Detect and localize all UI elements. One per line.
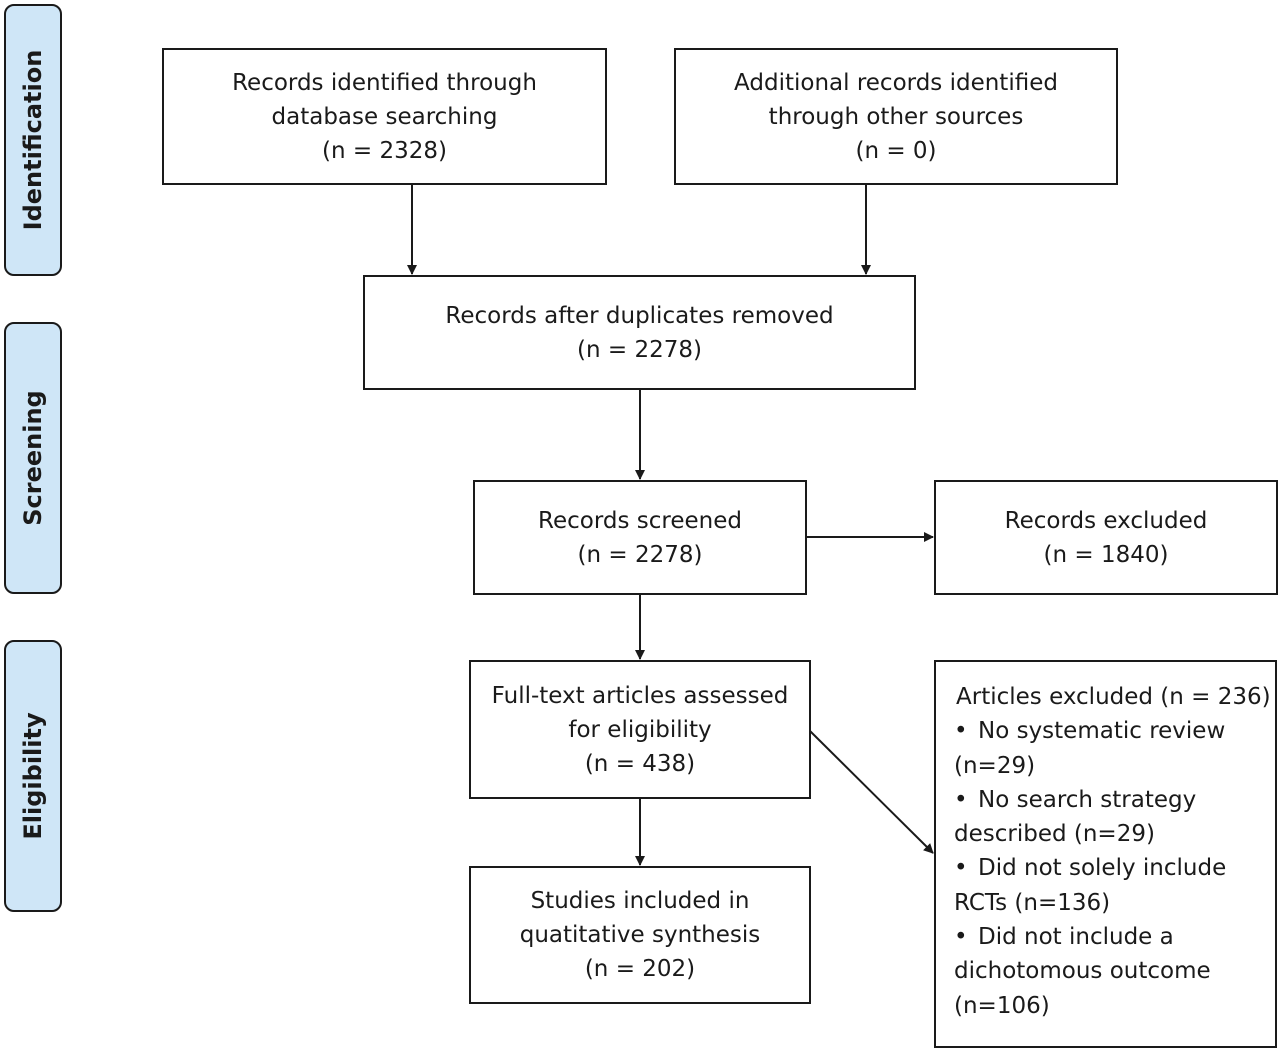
exclusion-reason-count: (n=106) [954,992,1050,1019]
box-line: Full-text articles assessed [491,682,789,709]
box-line: Records after duplicates removed [445,302,834,329]
box-line: Additional records identified [734,69,1058,96]
studies-included-box: Studies included in quatitative synthesi… [469,866,811,1004]
box-line: through other sources [768,103,1024,130]
box-count: (n = 1840) [1043,541,1169,568]
exclusion-reason-count: RCTs (n=136) [954,889,1111,916]
exclusion-reason-text: Did not include a [978,924,1174,951]
records-duplicates-removed-box: Records after duplicates removed (n = 22… [363,275,916,390]
stage-label-eligibility: Eligibility [4,640,62,912]
bullet-icon: • [954,924,968,951]
exclusion-reason-text: dichotomous outcome [954,958,1211,985]
box-line: quatitative synthesis [519,922,761,948]
records-excluded-box: Records excluded (n = 1840) [934,480,1278,595]
exclusion-reason-item: • No systematic review [954,714,1225,748]
records-screened-box: Records screened (n = 2278) [473,480,807,595]
exclusion-reason-item: • No search strategy [954,783,1196,817]
exclusion-reason-text: No systematic review [978,718,1226,745]
box-count: (n = 2328) [322,137,447,164]
box-count: (n = 2278) [577,541,703,568]
box-line: for eligibility [568,716,712,743]
exclusion-reason-text: Did not solely include [978,855,1227,882]
box-line: database searching [271,103,498,130]
articles-excluded-heading: Articles excluded (n = 236) [956,684,1271,710]
box-count: (n = 2278) [577,336,702,363]
exclusion-reason-text: No search strategy [978,786,1197,813]
stage-label-identification: Identification [4,4,62,276]
box-line: Studies included in [530,888,750,914]
box-count: (n = 0) [855,137,937,164]
box-count: (n = 202) [584,956,696,982]
box-line: Records screened [538,507,742,534]
bullet-icon: • [954,855,968,882]
stage-label-screening: Screening [4,322,62,594]
records-database-box: Records identified through database sear… [162,48,607,185]
exclusion-reason-item: • Did not include a [954,920,1174,954]
arrow-fulltext-to-articles-excluded [809,730,934,854]
box-count: (n = 438) [584,750,696,777]
exclusion-reason-count: (n=29) [954,752,1036,779]
bullet-icon: • [954,718,968,745]
records-other-sources-box: Additional records identified through ot… [674,48,1118,185]
exclusion-reason-count: described (n=29) [954,821,1155,848]
box-line: Records excluded [1004,507,1208,534]
exclusion-reason-item: • Did not solely include [954,851,1226,885]
articles-excluded-box: Articles excluded (n = 236) • No systemat… [934,660,1277,1048]
box-line: Records identified through [232,69,537,96]
fulltext-assessed-box: Full-text articles assessed for eligibil… [469,660,811,799]
bullet-icon: • [954,786,968,813]
